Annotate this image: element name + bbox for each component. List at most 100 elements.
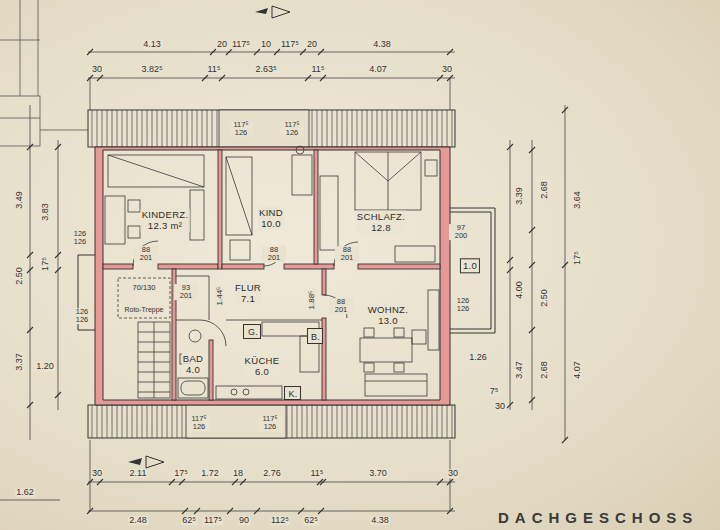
opening-size: 97 200 xyxy=(449,224,473,240)
room-area: 6.0 xyxy=(244,366,281,377)
dimension-label: 117⁵ xyxy=(203,516,223,525)
dimension-label: 11⁵ xyxy=(310,65,325,74)
dimension-label: 11⁵ xyxy=(309,469,324,478)
dimension-label: 4.00 xyxy=(515,280,524,300)
opening-size: 117⁵ 126 xyxy=(280,121,304,137)
room-name: B. xyxy=(310,332,321,343)
room-name: BAD xyxy=(182,353,204,364)
dimension-label: 90 xyxy=(238,516,250,525)
outer-walls xyxy=(95,147,450,405)
room-area: 10.0 xyxy=(258,218,284,229)
dimension-label: 1.62 xyxy=(15,488,35,497)
opening-size: 126 126 xyxy=(451,297,475,313)
dimension-label: 2.68 xyxy=(540,180,549,200)
room-name: 1.0 xyxy=(460,258,480,273)
dimension-label: 3.49 xyxy=(15,190,24,210)
room-area: 7.1 xyxy=(234,293,262,304)
dimension-label: 30 xyxy=(494,402,506,411)
room: KINDERZ.12.3 m² xyxy=(103,150,218,264)
opening-size: 117⁵ 126 xyxy=(187,415,211,431)
dormer-window xyxy=(219,110,309,147)
dimension-label: 4.38 xyxy=(370,516,390,525)
dimension-label: 4.07 xyxy=(368,65,388,74)
room-text-group: B. xyxy=(310,332,321,343)
dimension-label: 17⁵ xyxy=(173,469,189,478)
dimension-label: 62⁵ xyxy=(303,516,319,525)
dimension-label: 18 xyxy=(232,469,244,478)
room-text-group: 1.0 xyxy=(460,258,480,273)
room-text-group: G. xyxy=(247,327,259,338)
opening-size: 88 201 xyxy=(134,246,158,262)
neighbour-sketch xyxy=(0,0,88,146)
dimension-label: 2.11 xyxy=(129,469,148,478)
room-text-group: WOHNZ.13.0 xyxy=(367,304,409,327)
dimension-label: 2.76 xyxy=(262,469,282,478)
roof-eave xyxy=(88,405,455,438)
dimension-label: 3.83 xyxy=(41,202,50,222)
room-text-group: FLUR7.1 xyxy=(234,282,262,305)
dimension-label: 70/130 xyxy=(132,284,157,292)
dormer-window xyxy=(186,405,286,438)
dimension-label: 17⁵ xyxy=(41,256,50,272)
dimension-label: 117⁵ xyxy=(231,40,251,49)
room: BAD4.0 xyxy=(176,321,209,400)
dimension-label: 7⁵ xyxy=(489,387,500,396)
dimension-label: 1.44⁵ xyxy=(216,286,224,307)
dimension-label: 20 xyxy=(216,40,228,49)
room: WOHNZ.13.0 xyxy=(326,269,440,400)
dimension-label: 3.39 xyxy=(515,186,524,206)
dimension-label: 30 xyxy=(441,65,453,74)
dimension-label: 1.88⁵ xyxy=(308,290,316,311)
dimension-label: 2.50 xyxy=(540,288,549,308)
roof-eave xyxy=(88,110,455,147)
interior-lines xyxy=(133,241,358,346)
room-name: K. xyxy=(287,389,298,400)
room-name: FLUR xyxy=(234,282,262,293)
inner-walls xyxy=(103,150,440,400)
opening-size: 126 126 xyxy=(68,230,92,246)
dimension-label: 11⁵ xyxy=(206,65,221,74)
plan-title: DACHGESCHOSS xyxy=(498,509,698,526)
dimension-label: 30 xyxy=(91,469,103,478)
bay-and-balcony xyxy=(78,208,495,333)
room-text-group: KÜCHE6.0 xyxy=(244,355,281,378)
dimension-label: 3.82⁵ xyxy=(140,65,163,74)
dimension-label: 2.63⁵ xyxy=(254,65,277,74)
dimension-label: 112⁵ xyxy=(270,516,290,525)
room-text-group: BAD4.0 xyxy=(182,353,204,376)
dimension-label: 117⁵ xyxy=(280,40,300,49)
dimension-label: 2.50 xyxy=(15,266,24,286)
dimension-ticks xyxy=(27,49,568,514)
room-area: 12.8 xyxy=(356,222,406,233)
furniture xyxy=(105,146,439,399)
label-box: K. xyxy=(284,386,301,400)
dimension-label: 3.37 xyxy=(15,352,24,372)
opening-size: 93 201 xyxy=(174,284,198,300)
dimension-label: Roto-Treppe xyxy=(123,306,164,313)
opening-size: 117⁵ 126 xyxy=(229,121,253,137)
opening-size: 126 126 xyxy=(70,308,94,324)
room-area: 12.3 m² xyxy=(141,220,190,231)
north-arrow xyxy=(128,6,290,468)
room-text-group: KINDERZ.12.3 m² xyxy=(141,209,190,232)
room-area: 13.0 xyxy=(367,315,409,326)
dimension-label: 3.70 xyxy=(368,469,388,478)
dimension-label: 2.68 xyxy=(540,360,549,380)
room-name: WOHNZ. xyxy=(367,304,409,315)
opening-size: 88 201 xyxy=(335,246,359,262)
label-box: B. xyxy=(307,328,323,344)
dimension-label: 10 xyxy=(260,40,272,49)
room-name: KIND xyxy=(258,207,284,218)
dimension-label: 1.72 xyxy=(200,469,220,478)
dimension-label: 17⁵ xyxy=(573,250,582,266)
dimension-label: 3.47 xyxy=(515,360,524,380)
opening-size: 88 201 xyxy=(329,298,353,314)
opening-size: 88 201 xyxy=(262,246,286,262)
room-name: G. xyxy=(247,327,259,338)
dimension-label: 3.64 xyxy=(573,190,582,210)
dimension-label: 4.38 xyxy=(372,40,392,49)
dimension-label: 4.07 xyxy=(573,360,582,380)
room-area: 4.0 xyxy=(182,364,204,375)
room-text-group: SCHLAFZ.12.8 xyxy=(356,211,406,234)
